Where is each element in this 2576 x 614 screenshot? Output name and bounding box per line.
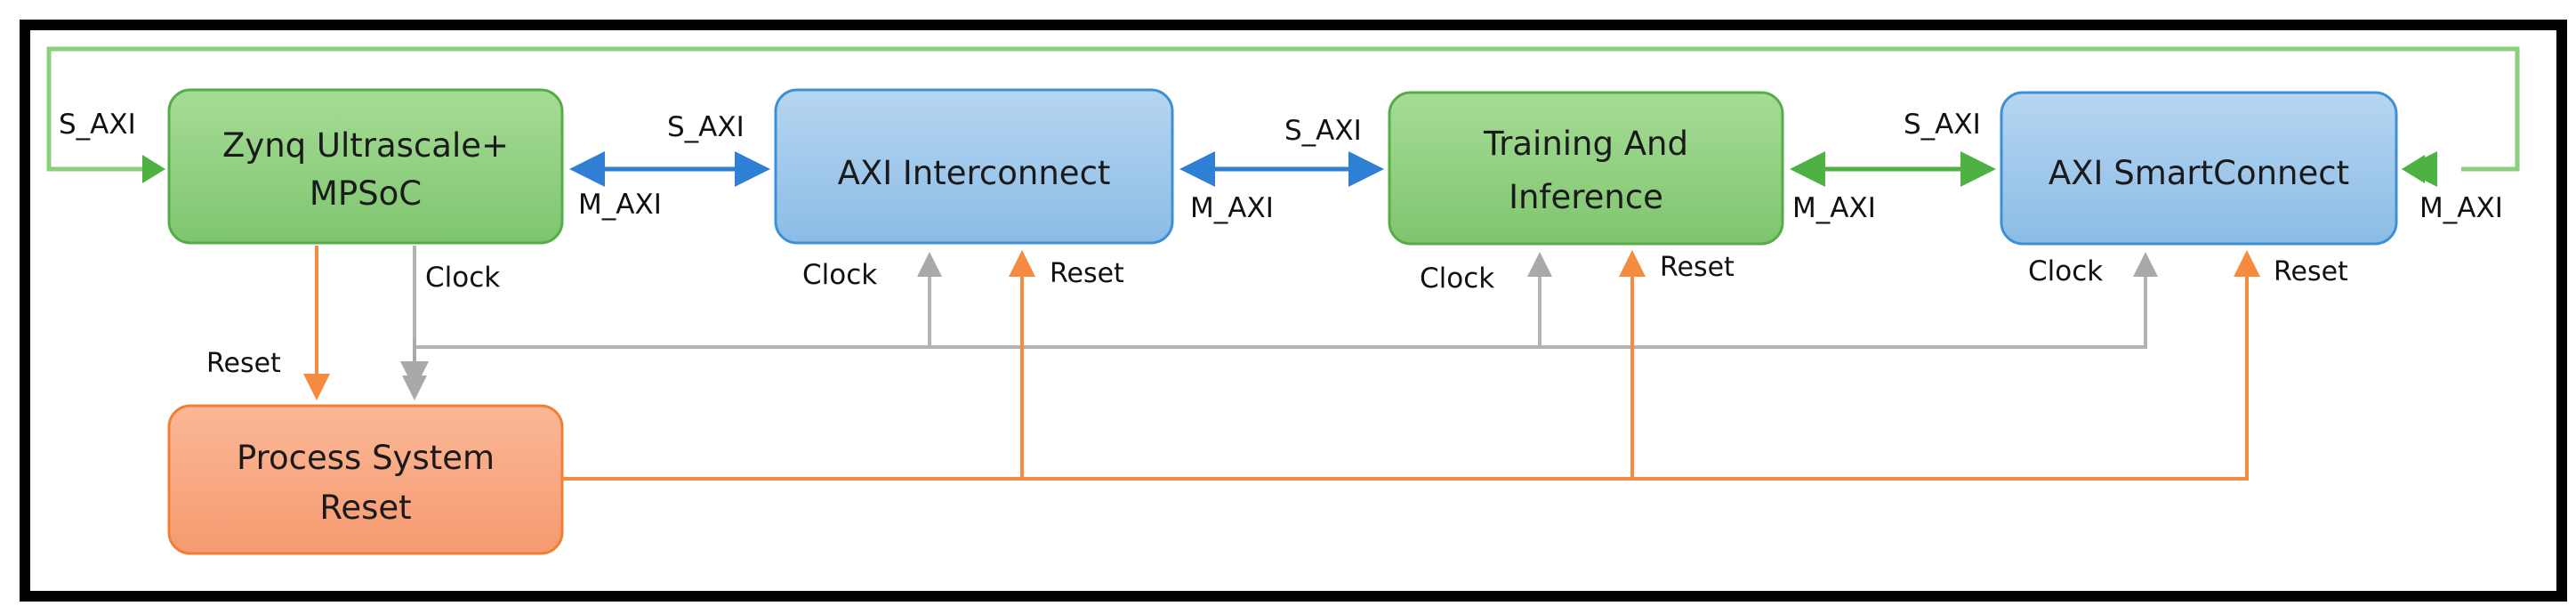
axi-interconnect-block: AXI Interconnect <box>774 88 1174 245</box>
label-m-axi-interconnect: M_AXI <box>1190 192 1274 224</box>
clock-arrowhead-training <box>1527 252 1552 277</box>
label-reset-training: Reset <box>1660 252 1735 283</box>
training-label-line2: Inference <box>1509 178 1663 216</box>
label-s-axi-zynq: S_AXI <box>59 109 136 141</box>
loop-arrowhead-zynq <box>142 155 165 183</box>
label-clock-interconnect: Clock <box>802 259 877 291</box>
label-s-axi-smartconnect: S_AXI <box>1904 109 1981 141</box>
clock-arrowhead-interconnect <box>917 252 942 277</box>
zynq-label-line1: Zynq Ultrascale+ <box>222 126 509 165</box>
smartconnect-block: AXI SmartConnect <box>2000 91 2398 246</box>
psr-label-line2: Reset <box>319 489 411 527</box>
zynq-block: Zynq Ultrascale+ MPSoC <box>167 88 564 245</box>
label-m-axi-training: M_AXI <box>1792 192 1876 224</box>
reset-arrowhead-smartconnect <box>2234 250 2260 277</box>
label-s-axi-interconnect: S_AXI <box>667 111 745 143</box>
label-m-axi-smartconnect: M_AXI <box>2419 192 2503 224</box>
zynq-label-line2: MPSoC <box>310 174 422 213</box>
clock-arrowhead-psr <box>402 376 427 400</box>
label-clock-smartconnect: Clock <box>2028 255 2103 287</box>
label-clock-training: Clock <box>1420 263 1494 295</box>
loop-arrowhead-smartconnect <box>2402 155 2425 183</box>
axi-interconnect-label: AXI Interconnect <box>838 154 1111 192</box>
reset-bus <box>562 267 2249 481</box>
label-s-axi-training: S_AXI <box>1284 115 1362 147</box>
clock-bus <box>413 246 2147 349</box>
label-reset-psr: Reset <box>206 348 281 379</box>
clock-arrowhead-smartconnect <box>2133 252 2158 277</box>
label-m-axi-zynq: M_AXI <box>578 189 662 221</box>
label-reset-interconnect: Reset <box>1050 258 1124 289</box>
process-system-reset-block: Process System Reset <box>167 404 564 555</box>
training-block: Training And Inference <box>1388 91 1784 246</box>
loop-connector <box>46 46 2520 172</box>
label-reset-smartconnect: Reset <box>2274 256 2348 287</box>
reset-arrowhead-interconnect <box>1009 250 1035 277</box>
smartconnect-label: AXI SmartConnect <box>2049 154 2349 192</box>
training-label-line1: Training And <box>1483 125 1688 163</box>
psr-label-line1: Process System <box>237 439 495 477</box>
label-clock-zynq: Clock <box>425 262 500 294</box>
reset-arrowhead-training <box>1619 250 1646 277</box>
reset-arrowhead-psr <box>303 374 330 400</box>
